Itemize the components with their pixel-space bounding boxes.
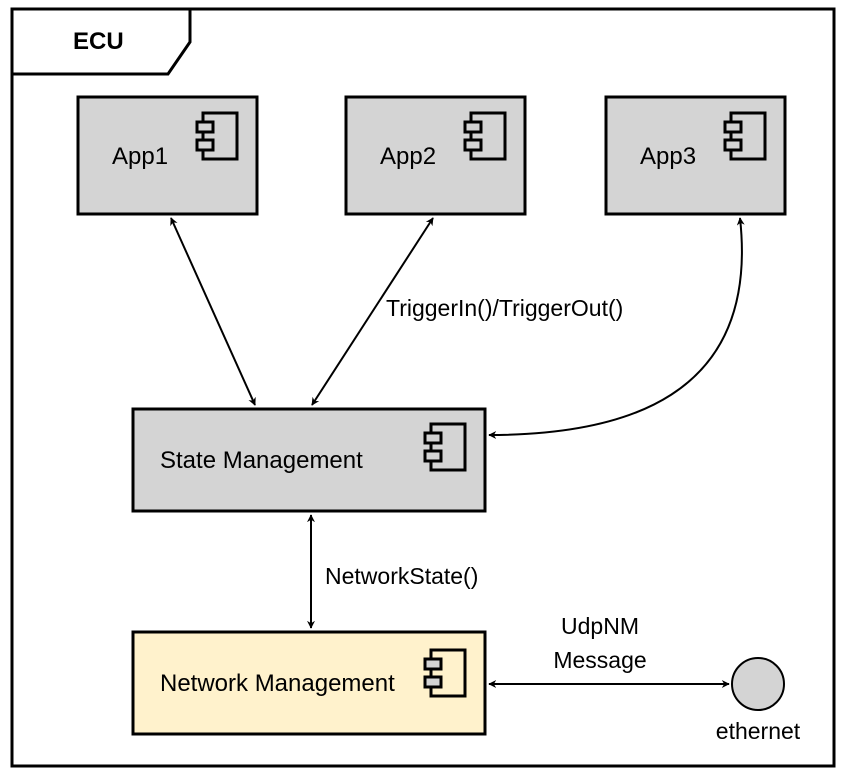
app2-label: App2 <box>380 143 436 170</box>
ecu-title-tab <box>10 7 192 76</box>
ethernet-interface[interactable] <box>731 657 785 711</box>
app2-state-connector <box>311 217 434 406</box>
app1-component[interactable]: App1 <box>76 95 259 216</box>
state-management-label: State Management <box>160 447 363 474</box>
app3-component[interactable]: App3 <box>604 95 787 216</box>
app1-state-connector <box>170 217 256 406</box>
network-state-label: NetworkState() <box>325 563 478 589</box>
trigger-label: TriggerIn()/TriggerOut() <box>386 295 623 321</box>
ethernet-label: ethernet <box>716 718 801 744</box>
ecu-title: ECU <box>73 28 124 55</box>
app2-component[interactable]: App2 <box>344 95 527 216</box>
state-management-component[interactable]: State Management <box>131 407 487 513</box>
network-management-label: Network Management <box>160 670 395 697</box>
udpnm-label-line2: Message <box>553 647 646 673</box>
app3-label: App3 <box>640 143 696 170</box>
app3-state-connector <box>488 217 745 439</box>
udpnm-label-line1: UdpNM <box>561 613 639 639</box>
network-management-component[interactable]: Network Management <box>131 630 487 736</box>
app1-label: App1 <box>112 143 168 170</box>
